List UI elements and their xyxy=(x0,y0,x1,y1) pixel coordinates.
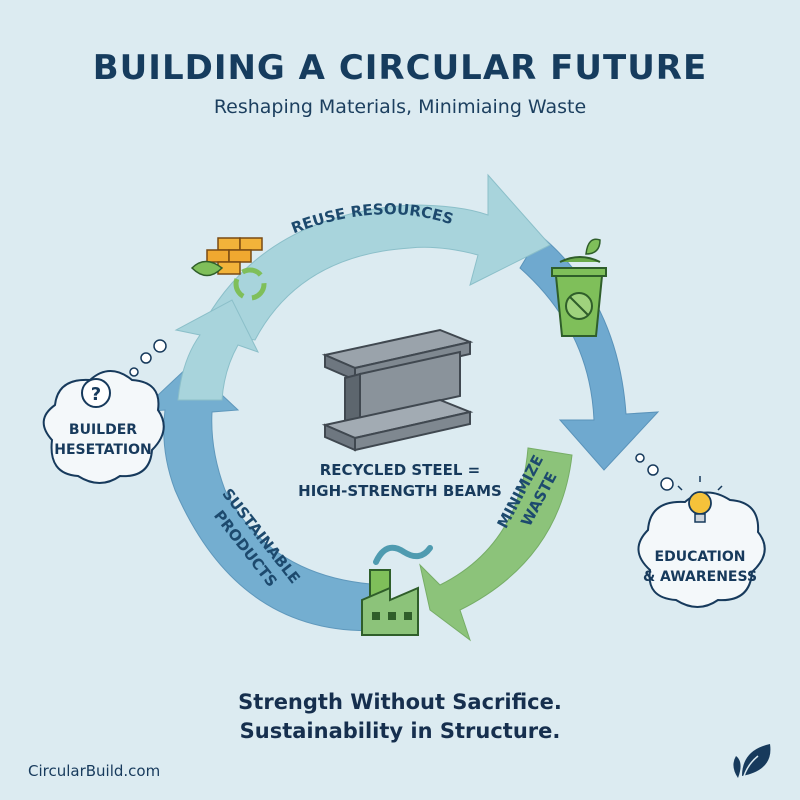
cycle-arrow-reuse xyxy=(199,173,551,341)
tagline-line1: Strength Without Sacrifice. xyxy=(238,690,562,714)
center-caption: RECYCLED STEEL = HIGH-STRENGTH BEAMS xyxy=(250,460,550,502)
factory-icon xyxy=(361,544,433,636)
page-subtitle: Reshaping Materials, Minimiaing Waste xyxy=(213,96,587,118)
question-mark-icon: ? xyxy=(91,384,101,405)
bubble-right-line1: EDUCATION xyxy=(654,549,746,565)
brand-link[interactable]: CircularBuild.com xyxy=(28,762,161,780)
tagline: Strength Without Sacrifice. Sustainabili… xyxy=(0,688,800,746)
bubble-left-line2: HESETATION xyxy=(54,442,152,458)
page-title: BUILDING A CIRCULAR FUTURE xyxy=(92,48,708,88)
bubble-left-line1: BUILDER xyxy=(68,422,138,438)
center-caption-line1: RECYCLED STEEL = xyxy=(319,461,481,479)
builder-hesitation-text: BUILDER HESETATION xyxy=(48,420,158,460)
builder-hesitation-bubble: ? xyxy=(42,339,167,484)
cycle-arrow-minimize xyxy=(419,447,573,642)
center-caption-line2: HIGH-STRENGTH BEAMS xyxy=(298,482,502,500)
bubble-right-line2: & AWARENESS xyxy=(642,569,758,585)
recycle-bin-icon xyxy=(551,238,607,337)
education-awareness-bubble xyxy=(635,453,766,608)
tagline-line2: Sustainability in Structure. xyxy=(239,719,561,743)
steel-i-beam-icon xyxy=(321,328,474,452)
lightbulb-icon xyxy=(677,476,723,523)
bricks-recycle-icon xyxy=(190,237,267,301)
leaf-logo-icon xyxy=(733,744,771,778)
education-awareness-text: EDUCATION & AWARENESS xyxy=(640,547,760,587)
cycle-arrow-up xyxy=(174,299,259,401)
